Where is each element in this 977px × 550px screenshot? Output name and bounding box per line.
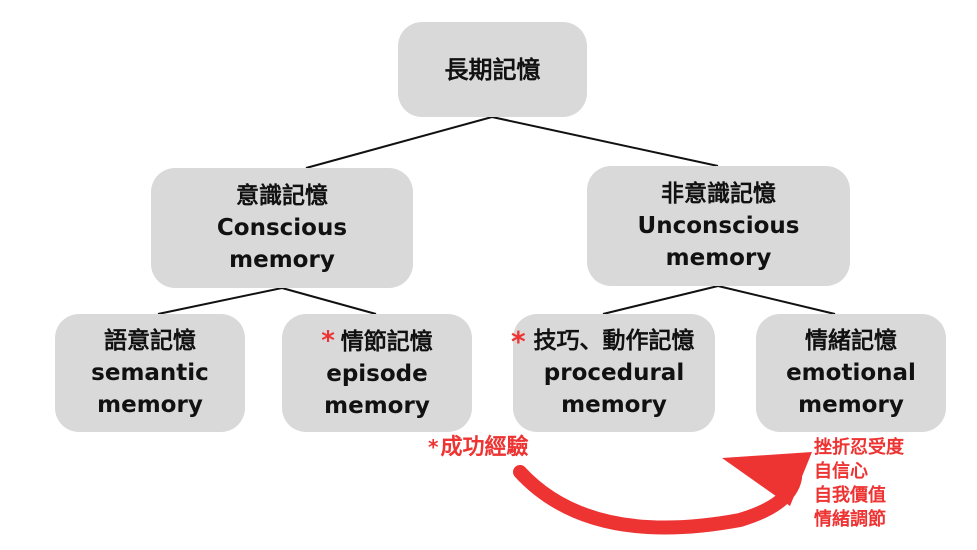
node-label-en-line1: Unconscious <box>637 213 800 239</box>
node-label-zh: 意識記憶 <box>236 183 328 209</box>
node-label-en-line2: memory <box>229 247 335 273</box>
node-label-zh: 情節記憶 <box>340 328 433 355</box>
outcomes-list: 挫折忍受度 自信心 自我價值 情緒調節 <box>814 436 904 532</box>
node-unconscious-memory: 非意識記憶 Unconscious memory <box>587 166 850 286</box>
node-semantic-memory: 語意記憶 semantic memory <box>55 314 245 432</box>
outcome-item: 情緒調節 <box>814 509 886 530</box>
outcome-item: 自我價值 <box>814 485 886 506</box>
edge-conscious-semantic <box>157 287 283 315</box>
star-marker: * <box>511 325 526 358</box>
outcome-item: 挫折忍受度 <box>814 437 904 458</box>
node-label-en-line2: memory <box>324 392 430 419</box>
node-emotional-memory: 情緒記憶 emotional memory <box>756 314 946 432</box>
star-marker: * <box>428 435 439 459</box>
node-procedural-memory: * 技巧、動作記憶 procedural memory <box>511 314 715 432</box>
node-label-en-line1: procedural <box>543 360 685 386</box>
node-label-en-line2: memory <box>798 392 904 418</box>
star-marker: * <box>321 325 335 356</box>
node-episode-memory: *情節記憶 episode memory <box>282 314 472 432</box>
edge-unconscious-procedural <box>602 285 719 315</box>
node-label-en-line1: emotional <box>786 360 916 386</box>
node-conscious-memory: 意識記憶 Conscious memory <box>151 168 413 288</box>
edge-root-unconscious <box>491 116 719 167</box>
node-label-en-line1: episode <box>326 360 428 387</box>
node-label-zh: 情緒記憶 <box>805 328 897 354</box>
node-label-en-line1: semantic <box>91 360 209 386</box>
node-label-en-line2: memory <box>97 392 203 418</box>
node-label-en-line2: memory <box>561 392 667 418</box>
node-label-zh: 技巧、動作記憶 <box>533 328 695 354</box>
success-experience-annotation: *成功經驗 <box>428 432 528 463</box>
edge-conscious-episode <box>281 287 377 315</box>
node-label-zh-row: *情節記憶 <box>321 325 433 358</box>
outcome-item: 自信心 <box>814 461 868 482</box>
node-long-term-memory: 長期記憶 <box>398 22 587 117</box>
edge-unconscious-emotional <box>717 285 836 315</box>
node-label-zh: 語意記憶 <box>104 328 196 354</box>
edge-root-conscious <box>305 116 493 169</box>
node-label-en-line2: memory <box>665 245 772 271</box>
node-label-en-line1: Conscious <box>216 215 348 241</box>
node-label-zh: 非意識記憶 <box>661 181 776 207</box>
success-experience-label: 成功經驗 <box>440 435 529 460</box>
red-arrowhead <box>722 452 812 506</box>
node-label-zh: 長期記憶 <box>444 55 541 84</box>
